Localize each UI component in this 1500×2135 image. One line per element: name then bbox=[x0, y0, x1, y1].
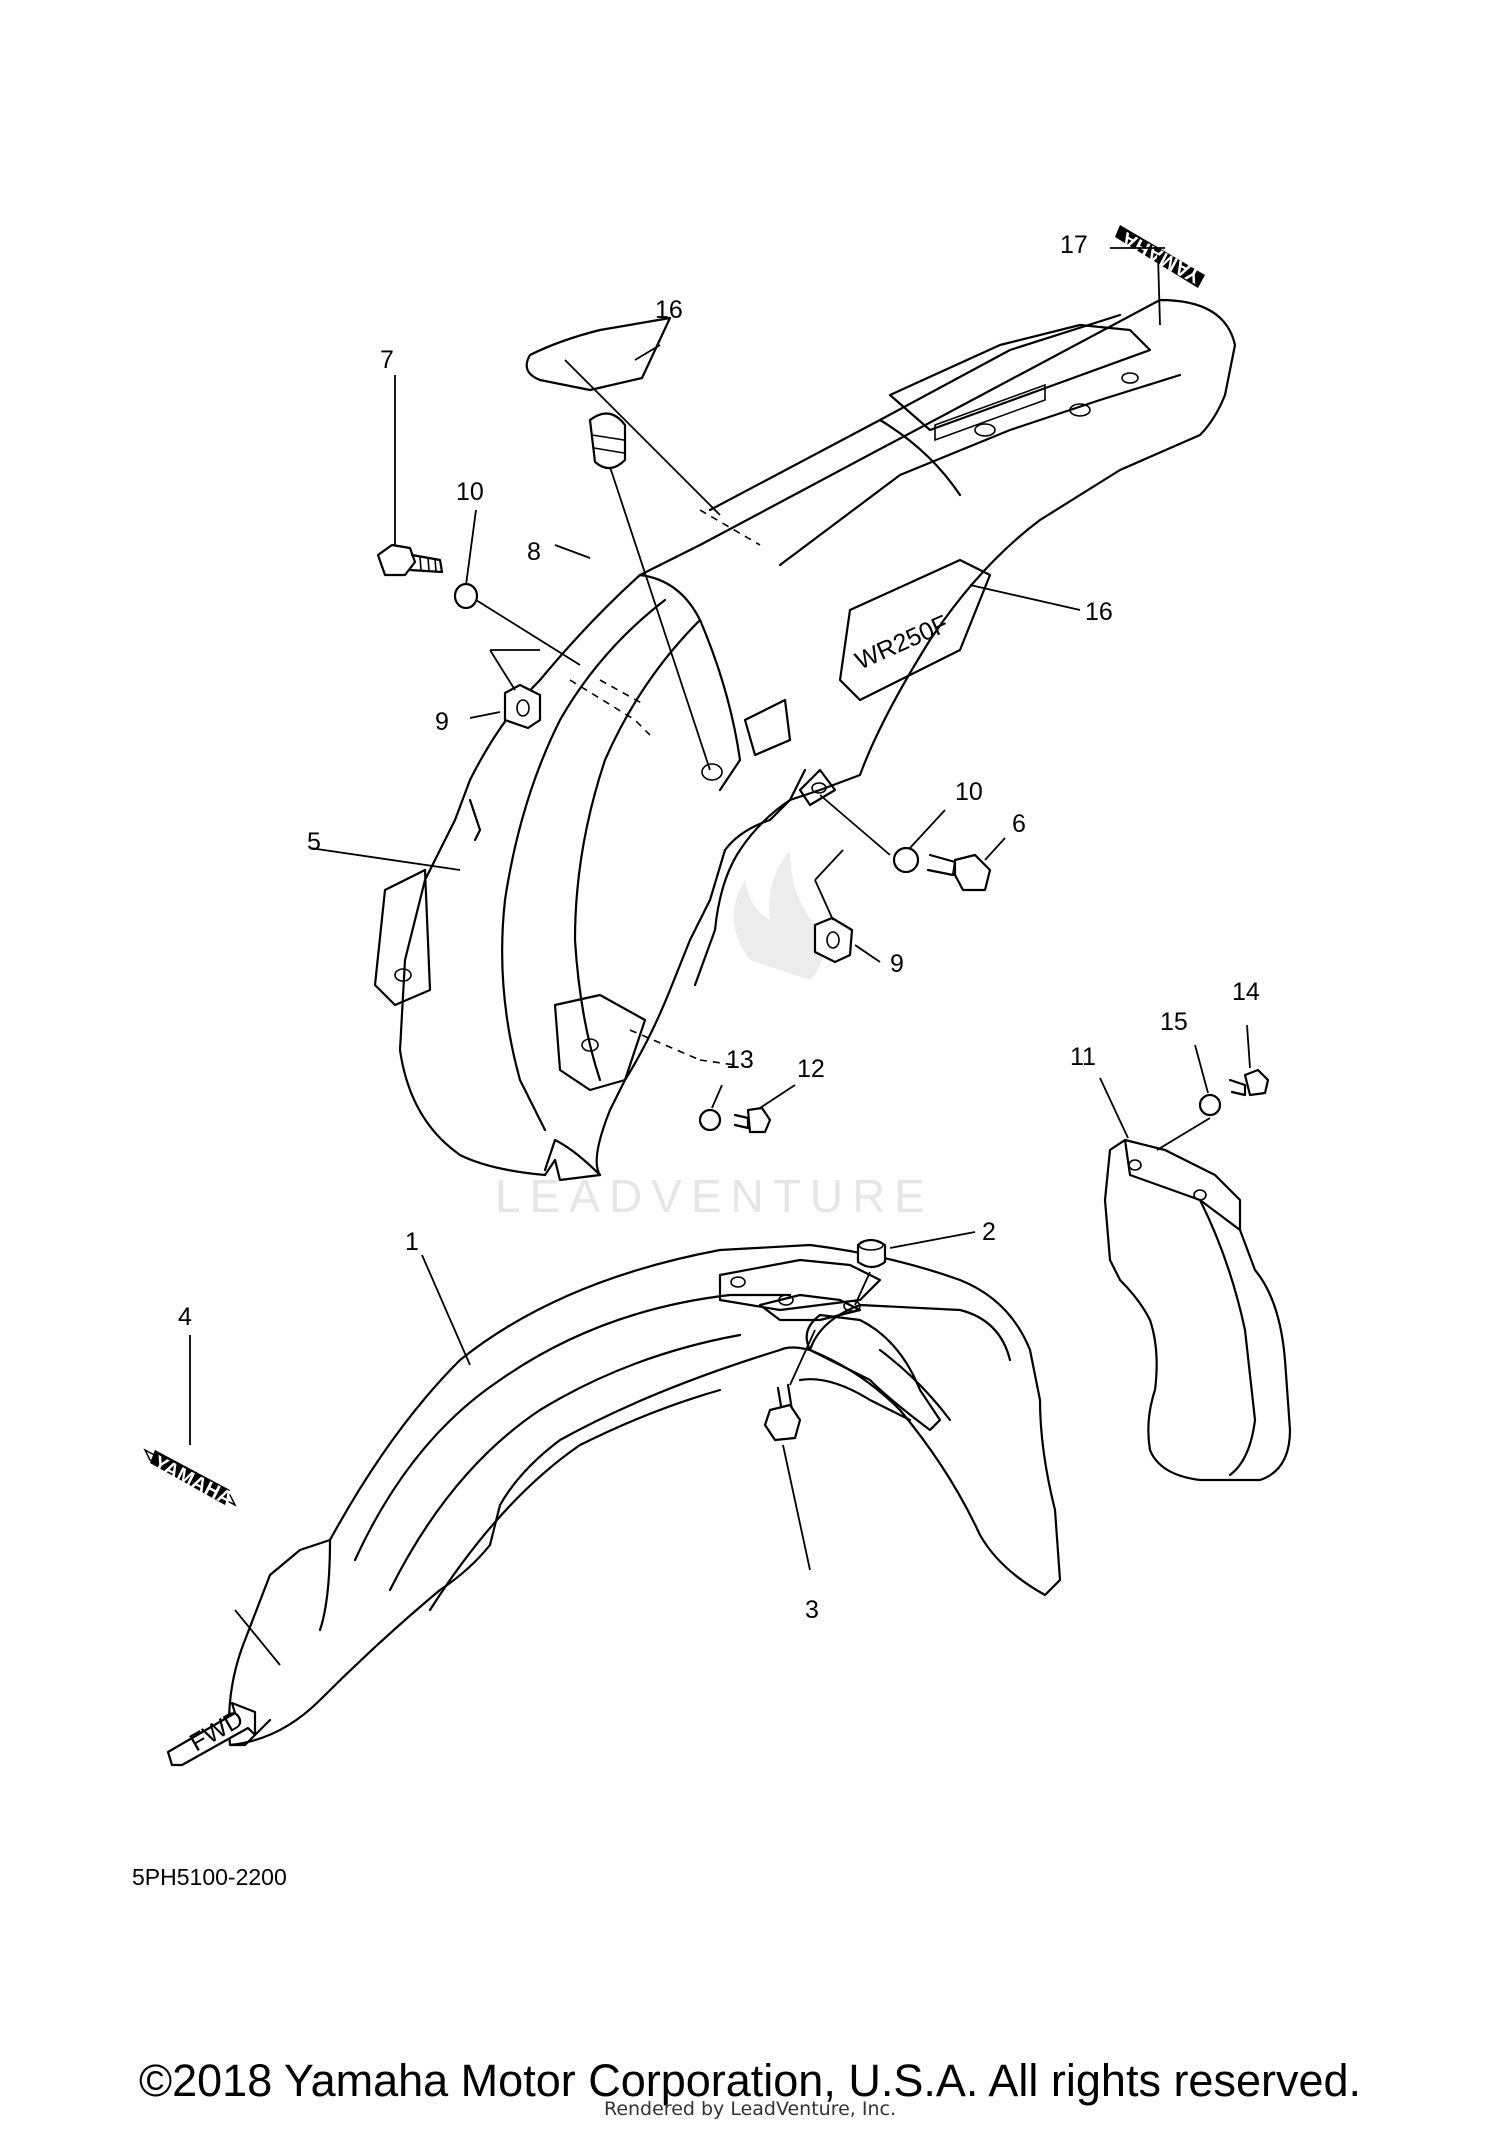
washer-15 bbox=[1198, 1093, 1222, 1117]
label-part-10b: 10 bbox=[955, 778, 983, 806]
washer-10a bbox=[453, 582, 479, 610]
screw-12 bbox=[733, 1106, 772, 1134]
bolt-3 bbox=[763, 1383, 802, 1442]
label-part-8: 8 bbox=[527, 538, 541, 566]
grommet-2 bbox=[856, 1238, 887, 1269]
label-part-16a: 16 bbox=[655, 296, 683, 324]
part-number-labels: 16 7 10 8 9 5 17 16 10 6 9 14 15 11 13 1… bbox=[178, 231, 1260, 1624]
nut-9a bbox=[503, 683, 542, 730]
label-part-10a: 10 bbox=[456, 478, 484, 506]
washer-10b bbox=[892, 846, 920, 874]
label-part-15: 15 bbox=[1160, 1008, 1188, 1036]
label-part-9a: 9 bbox=[435, 708, 449, 736]
label-part-16b: 16 bbox=[1085, 598, 1113, 626]
nut-9b bbox=[813, 916, 854, 964]
label-part-3: 3 bbox=[805, 1596, 819, 1624]
decal-rear-text: YAMAHA bbox=[1118, 227, 1204, 287]
washer-13 bbox=[698, 1108, 722, 1132]
projection-line bbox=[699, 509, 761, 546]
projection-line bbox=[599, 679, 646, 706]
rear-flap bbox=[1103, 1138, 1292, 1482]
diagram-code: 5PH5100-2200 bbox=[132, 1864, 287, 1890]
label-part-4: 4 bbox=[178, 1303, 192, 1331]
rendered-by-credit: Rendered by LeadVenture, Inc. bbox=[603, 2098, 897, 2120]
label-part-7: 7 bbox=[380, 346, 394, 374]
label-part-5: 5 bbox=[307, 828, 321, 856]
label-part-13: 13 bbox=[726, 1046, 754, 1074]
label-part-11: 11 bbox=[1070, 1043, 1096, 1071]
decal-yamaha-front: YAMAHA bbox=[143, 1448, 237, 1511]
bolt-6 bbox=[926, 853, 992, 892]
label-part-2: 2 bbox=[982, 1218, 996, 1246]
rear-fender: WR250F bbox=[373, 298, 1237, 1182]
label-part-12: 12 bbox=[797, 1055, 825, 1083]
decal-yamaha-rear: YAMAHA bbox=[1115, 225, 1205, 288]
projection-line bbox=[699, 1059, 736, 1066]
label-part-9b: 9 bbox=[890, 950, 904, 978]
label-part-14: 14 bbox=[1232, 978, 1260, 1006]
decal-16-upper bbox=[525, 316, 672, 392]
label-part-17: 17 bbox=[1060, 231, 1088, 259]
front-fender bbox=[227, 1243, 1062, 1747]
leader-lines bbox=[189, 247, 1251, 1666]
decal-front-text: YAMAHA bbox=[150, 1452, 237, 1511]
label-part-6: 6 bbox=[1012, 810, 1026, 838]
bolt-7 bbox=[376, 543, 444, 577]
grommet-8 bbox=[588, 412, 627, 470]
label-part-1: 1 bbox=[405, 1228, 419, 1256]
copyright-notice: ©2018 Yamaha Motor Corporation, U.S.A. A… bbox=[138, 2055, 1362, 2106]
screw-14 bbox=[1228, 1068, 1270, 1097]
fwd-text: FWD bbox=[185, 1704, 248, 1757]
